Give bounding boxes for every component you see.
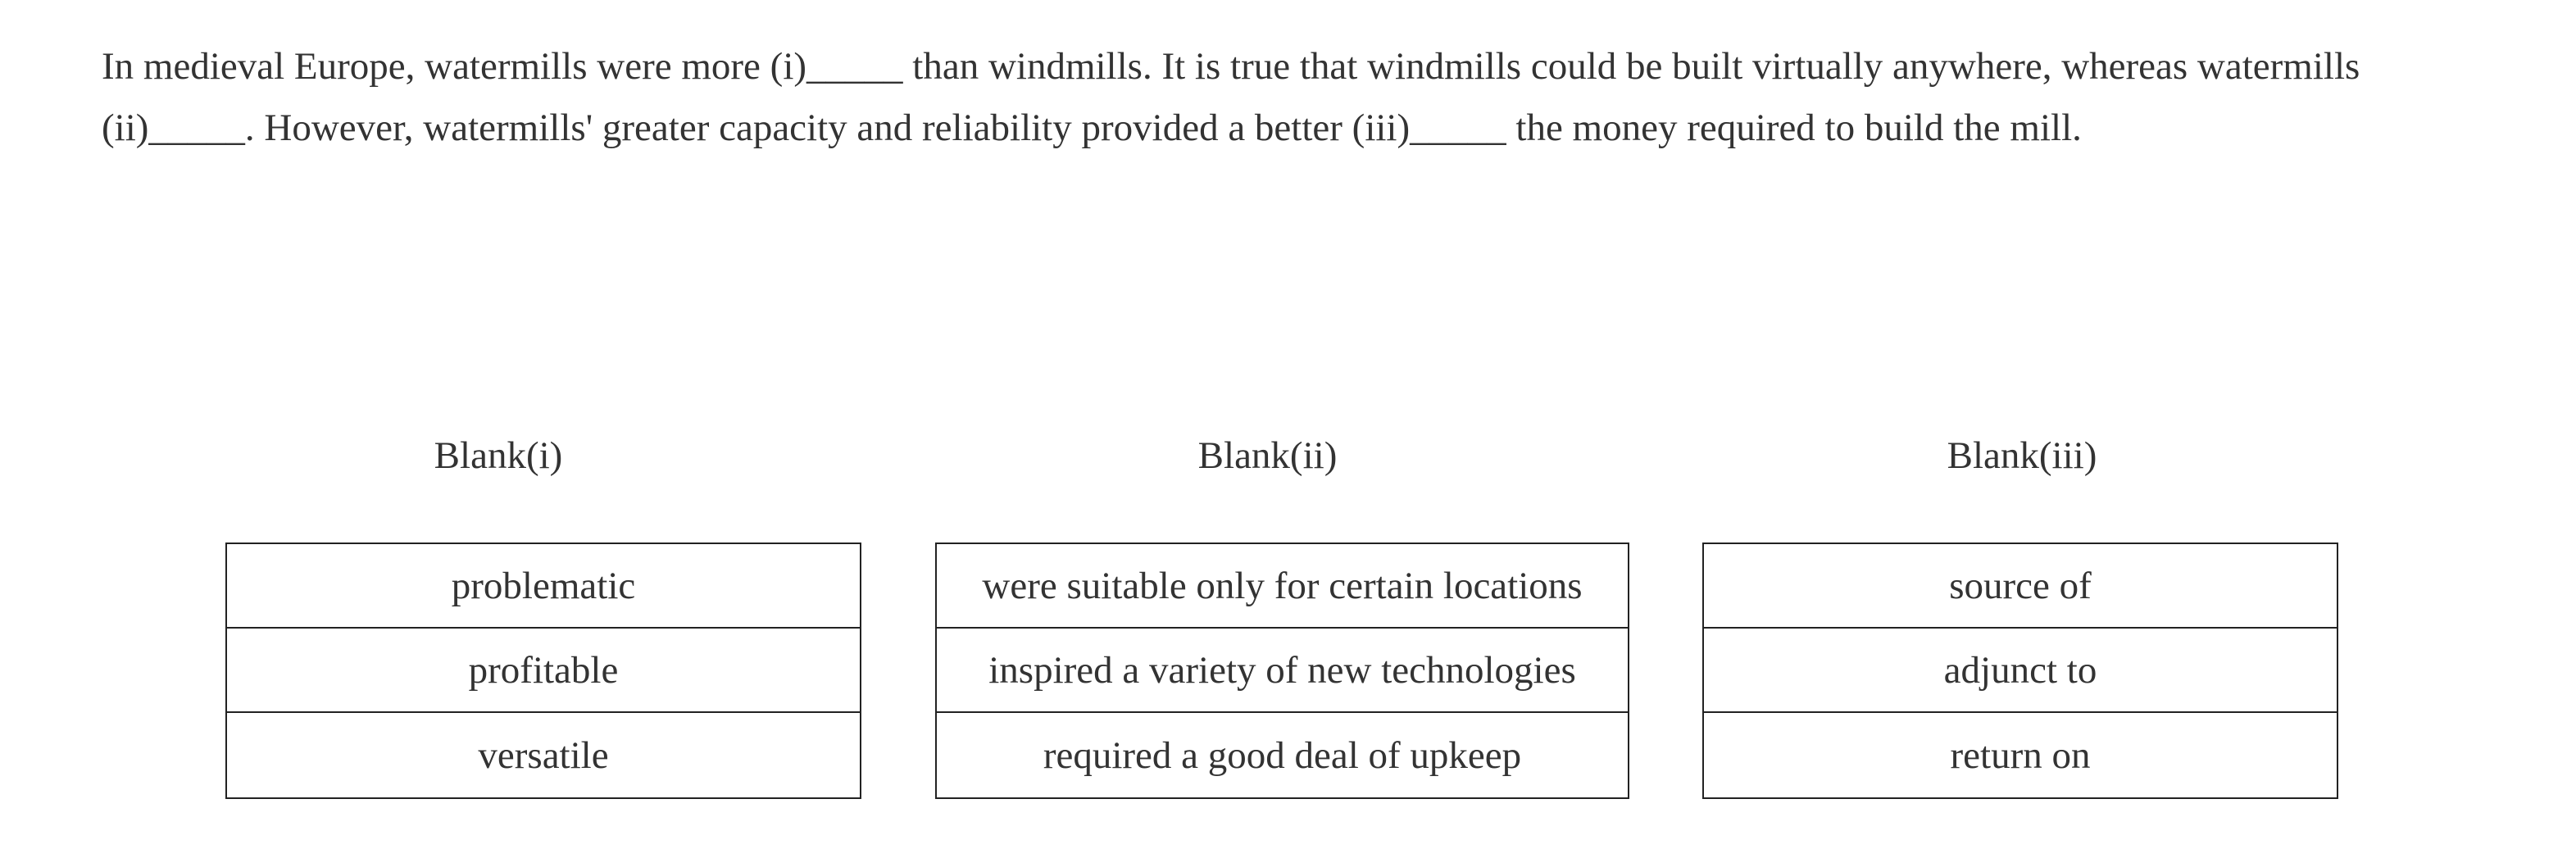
blank-i-option-profitable[interactable]: profitable — [227, 629, 860, 713]
blank-iii-options: source of adjunct to return on — [1702, 543, 2338, 799]
blank-iii-option-adjunct-to[interactable]: adjunct to — [1704, 629, 2337, 713]
blank-i-option-versatile[interactable]: versatile — [478, 733, 609, 777]
question-passage: In medieval Europe, watermills were more… — [102, 45, 2360, 149]
blank-ii-options: were suitable only for certain locations… — [935, 543, 1629, 799]
blank-iii-option-return-on[interactable]: return on — [1950, 733, 2091, 777]
blank-ii-title: Blank(ii) — [1197, 434, 1338, 477]
blank-options-area: Blank(i) problematic profitable versatil… — [0, 420, 2576, 813]
blank-ii-option-suitable-locations[interactable]: were suitable only for certain locations — [937, 544, 1628, 629]
blank-i-options: problematic profitable versatile — [225, 543, 861, 799]
blank-ii-option-upkeep[interactable]: required a good deal of upkeep — [1043, 733, 1522, 777]
blank-i-title: Blank(i) — [434, 434, 563, 477]
blank-iii-title: Blank(iii) — [1947, 434, 2097, 477]
blank-ii-option-new-technologies[interactable]: inspired a variety of new technologies — [937, 629, 1628, 713]
blank-iii-option-source-of[interactable]: source of — [1704, 544, 2337, 629]
blank-i-option-problematic[interactable]: problematic — [227, 544, 860, 629]
